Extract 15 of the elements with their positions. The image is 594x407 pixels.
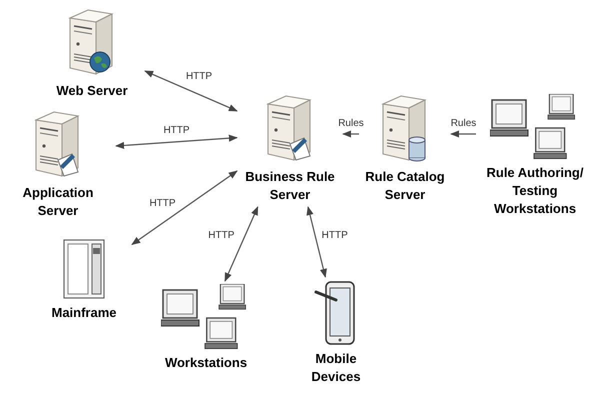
arrow <box>342 130 359 138</box>
arrow <box>306 206 327 278</box>
node-label: Web Server <box>56 82 128 100</box>
arrow <box>131 170 238 245</box>
node-label: Rule Authoring/ Testing Workstations <box>485 164 584 218</box>
node-label: Workstations <box>164 354 248 372</box>
node-label: Business Rule Server <box>244 168 336 204</box>
arrow <box>224 206 258 282</box>
arrow <box>450 130 476 138</box>
node-label: Rule Catalog Server <box>364 168 446 204</box>
node-label: Mobile Devices <box>310 350 362 386</box>
node-label: Application Server <box>22 184 94 220</box>
arrow <box>115 134 238 150</box>
node-label: Mainframe <box>51 304 117 322</box>
arrow <box>144 70 238 112</box>
